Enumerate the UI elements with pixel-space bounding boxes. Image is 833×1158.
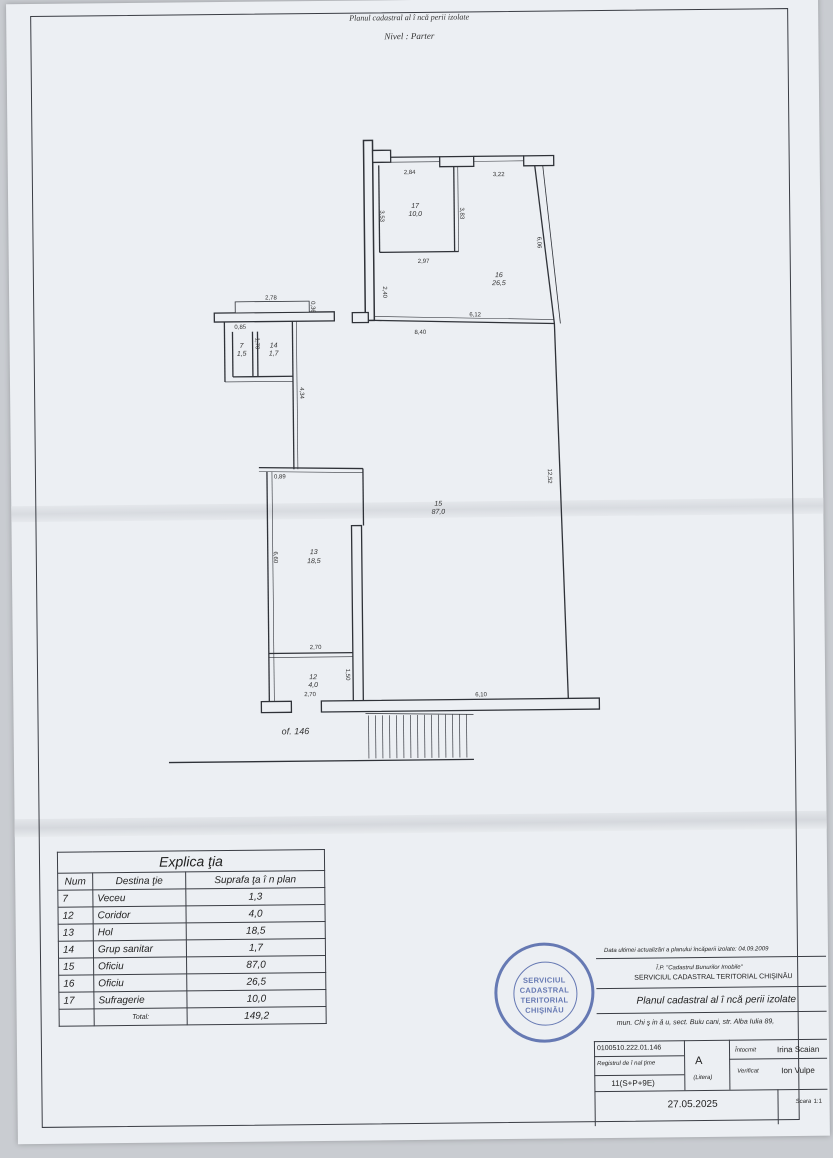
room-number: 15 <box>434 501 442 508</box>
legend-table: Explica ţia Num Destina ţie Suprafa ţa î… <box>57 849 327 1027</box>
room-number: 7 <box>240 343 245 350</box>
legend-area: 18,5 <box>186 921 326 940</box>
legend-purpose: Hol <box>93 922 187 941</box>
legend-header: Destina ţie <box>92 871 186 890</box>
legend-header: Suprafa ţa î n plan <box>185 870 325 889</box>
dimension-label: 3,83 <box>458 207 464 219</box>
dimension-label: 12,52 <box>546 469 552 485</box>
dimension-label: 6,10 <box>475 692 487 698</box>
room-area: 1,5 <box>237 351 247 358</box>
floors: 11(S+P+9E) <box>611 1078 655 1088</box>
entrance-stairs <box>368 714 468 759</box>
title-block-plan-title: Planul cadastral al î ncă perii izolate <box>636 994 797 1007</box>
letter-label: (Litera) <box>693 1074 713 1082</box>
executed-label: Întocmit <box>734 1047 757 1054</box>
checked-label: Verificat <box>737 1068 759 1075</box>
legend-area: 4,0 <box>185 904 326 923</box>
legend-caption: Explica ţia <box>57 849 325 874</box>
legend-header: Num <box>57 872 93 891</box>
legend-purpose: Grup sanitar <box>93 939 187 958</box>
room-area: 18,5 <box>307 558 321 565</box>
org-name: Î.P. "Cadastrul Bunurilor Imobile" <box>656 964 743 972</box>
checked-name: Ion Vulpe <box>781 1065 815 1076</box>
legend-area: 1,3 <box>185 887 325 906</box>
room-area: 1,7 <box>269 350 280 357</box>
room-number: 13 <box>310 549 318 556</box>
dimension-label: 1,70 <box>254 338 260 350</box>
stamp-text: TERITORIAL <box>520 995 569 1005</box>
legend-num: 12 <box>57 906 94 925</box>
room-area: 87,0 <box>432 509 446 516</box>
room-number: 12 <box>309 674 317 681</box>
date: 27.05.2025 <box>667 1098 718 1111</box>
stamp-text: CHIŞINĂU <box>525 1005 564 1015</box>
room-number: 16 <box>495 272 503 279</box>
scale-value: 1:1 <box>813 1098 822 1105</box>
dimension-label: 8,40 <box>414 330 426 336</box>
room-area: 4,0 <box>308 682 318 689</box>
legend-purpose: Sufragerie <box>93 990 188 1009</box>
letter: A <box>695 1055 703 1068</box>
legend-purpose: Coridor <box>92 905 187 924</box>
dimension-label: 2,70 <box>304 692 316 698</box>
legend-purpose: Oficiu <box>93 956 187 975</box>
dimension-labels: 2,84 3,22 3,53 3,83 6,06 2,97 2,40 6,12 … <box>234 170 552 698</box>
stamp-text: SERVICIUL <box>522 975 566 985</box>
scale-label: Scara <box>795 1098 812 1106</box>
dimension-label: 6,06 <box>535 237 541 249</box>
legend-num: 17 <box>58 991 95 1010</box>
legend-purpose: Veceu <box>92 888 186 907</box>
legend-purpose: Oficiu <box>93 973 187 992</box>
dimension-label: 2,78 <box>265 295 277 301</box>
legend-num: 16 <box>58 974 94 993</box>
dimension-label: 0,36 <box>309 301 315 313</box>
register-label: Registrul de î nal ţime <box>597 1060 656 1068</box>
floor-plan: 2,84 3,22 3,53 3,83 6,06 2,97 2,40 6,12 … <box>168 139 601 764</box>
legend-area: 1,7 <box>186 938 326 957</box>
dimension-label: 0,85 <box>234 325 246 331</box>
legend-num: 13 <box>58 923 94 942</box>
cadastral-plan-sheet: Planul cadastral al î ncă perii izolate … <box>6 0 830 1145</box>
legend-total-label: Total: <box>94 1007 188 1026</box>
legend-area: 10,0 <box>186 989 327 1008</box>
room-number: 14 <box>270 342 278 349</box>
legend-total-row: Total: 149,2 <box>59 1006 327 1027</box>
plan-walls <box>168 139 601 764</box>
dimension-label: 6,60 <box>272 551 278 563</box>
dimension-label: 6,12 <box>469 312 481 318</box>
official-stamp: SERVICIUL CADASTRAL TERITORIAL CHIŞINĂU <box>493 942 595 1044</box>
dimension-label: 2,70 <box>310 645 322 651</box>
dimension-label: 0,89 <box>274 474 286 480</box>
room-area: 26,5 <box>491 280 506 287</box>
legend-area: 26,5 <box>186 972 326 991</box>
executed-name: Irina Scaian <box>776 1044 820 1055</box>
legend-num: 15 <box>58 957 94 976</box>
dimension-label: 3,22 <box>493 172 505 178</box>
dimension-label: 2,84 <box>404 170 416 176</box>
legend-num: 7 <box>57 889 93 908</box>
dimension-label: 3,53 <box>378 210 384 222</box>
room-labels: 17 10,0 16 26,5 7 1,5 14 1,7 15 87,0 13 … <box>237 203 506 689</box>
legend-area: 87,0 <box>186 955 326 974</box>
legend-total-value: 149,2 <box>187 1006 327 1025</box>
dimension-label: 4,34 <box>298 387 304 399</box>
room-area: 10,0 <box>408 211 422 218</box>
dimension-label: 1,50 <box>344 669 350 681</box>
cadastral-number: 0100510.222.01.146 <box>596 1044 662 1053</box>
elevation-label: of. 146 <box>282 726 310 736</box>
legend-num: 14 <box>58 940 94 959</box>
dimension-label: 2,97 <box>418 259 430 265</box>
room-number: 17 <box>411 203 420 210</box>
stamp-text: CADASTRAL <box>519 985 570 995</box>
dimension-label: 2,40 <box>381 286 387 298</box>
